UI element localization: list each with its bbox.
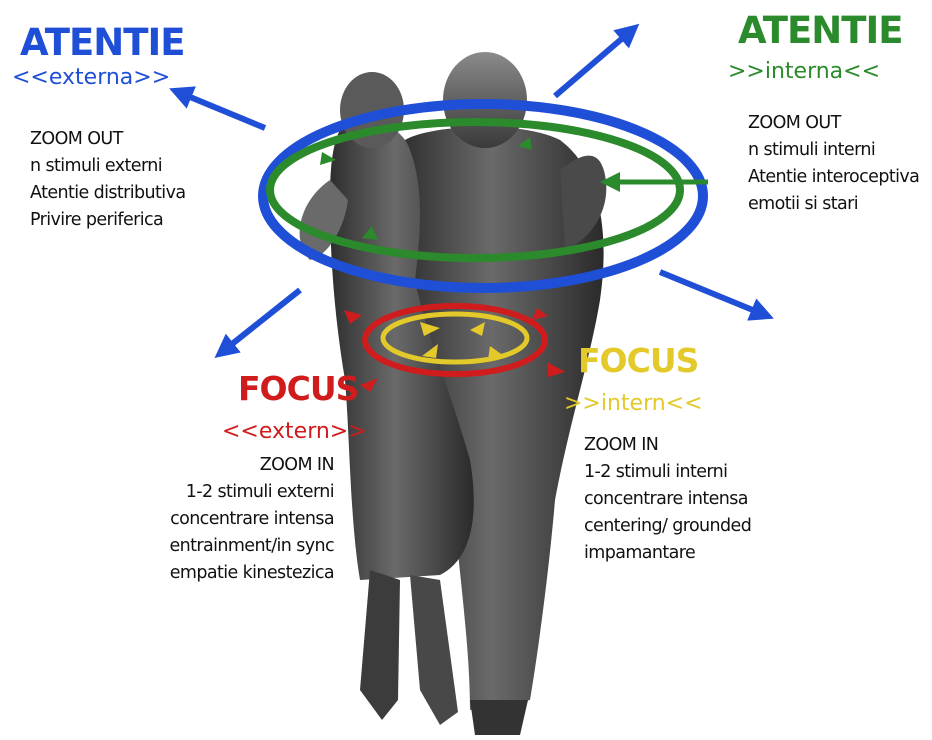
external-focus-line: empatie kinestezica xyxy=(169,563,335,583)
external-focus-line: ZOOM IN xyxy=(259,455,335,475)
internal-focus-line: ZOOM IN xyxy=(584,435,659,455)
external-attention-ring xyxy=(258,99,708,293)
internal-attention-arrows xyxy=(320,137,708,240)
internal-focus-line: concentrare intensa xyxy=(584,489,749,509)
external-attention-subtitle: <<externa>> xyxy=(12,65,171,90)
external-attention-lines: ZOOM OUT n stimuli externi Atentie distr… xyxy=(30,126,186,234)
internal-attention-line: Atentie interoceptiva xyxy=(748,167,920,187)
internal-attention-subtitle: >>interna<< xyxy=(728,59,881,84)
internal-attention-line: n stimuli interni xyxy=(748,140,876,160)
internal-focus-line: impamantare xyxy=(584,543,696,563)
external-attention-line: Atentie distributiva xyxy=(30,183,186,203)
internal-attention-title: ATENTIE xyxy=(738,9,904,52)
internal-attention-lines: ZOOM OUT n stimuli interni Atentie inter… xyxy=(748,110,920,218)
internal-focus-line: centering/ grounded xyxy=(584,516,752,536)
external-focus-ring xyxy=(362,303,548,377)
internal-focus-subtitle: >>intern<< xyxy=(564,391,703,416)
internal-focus-ring xyxy=(380,311,530,365)
internal-focus-line: 1-2 stimuli interni xyxy=(584,462,728,482)
internal-attention-block: ATENTIE >>interna<< xyxy=(728,9,904,83)
external-attention-arrows xyxy=(169,23,774,358)
external-focus-title: FOCUS xyxy=(238,369,359,408)
external-attention-title: ATENTIE xyxy=(20,21,186,64)
external-focus-line: entrainment/in sync xyxy=(169,536,334,556)
external-attention-line: Privire periferica xyxy=(30,210,164,230)
internal-attention-line: emotii si stari xyxy=(748,194,859,214)
internal-attention-ring xyxy=(266,118,684,262)
external-focus-lines: ZOOM IN 1-2 stimuli externi concentrare … xyxy=(120,452,334,587)
external-attention-line: n stimuli externi xyxy=(30,156,163,176)
external-focus-block: FOCUS <<extern>> xyxy=(200,369,367,444)
external-focus-subtitle: <<extern>> xyxy=(222,419,367,444)
internal-attention-line: ZOOM OUT xyxy=(748,113,841,133)
internal-focus-block: FOCUS >>intern<< xyxy=(564,341,703,415)
external-attention-line: ZOOM OUT xyxy=(30,129,123,149)
internal-focus-lines: ZOOM IN 1-2 stimuli interni concentrare … xyxy=(584,432,752,567)
external-attention-block: ATENTIE <<externa>> xyxy=(12,21,186,89)
external-focus-line: concentrare intensa xyxy=(170,509,335,529)
internal-focus-title: FOCUS xyxy=(578,341,699,380)
internal-focus-arrows xyxy=(420,322,504,360)
external-focus-arrows xyxy=(344,308,565,392)
external-focus-line: 1-2 stimuli externi xyxy=(185,482,335,502)
